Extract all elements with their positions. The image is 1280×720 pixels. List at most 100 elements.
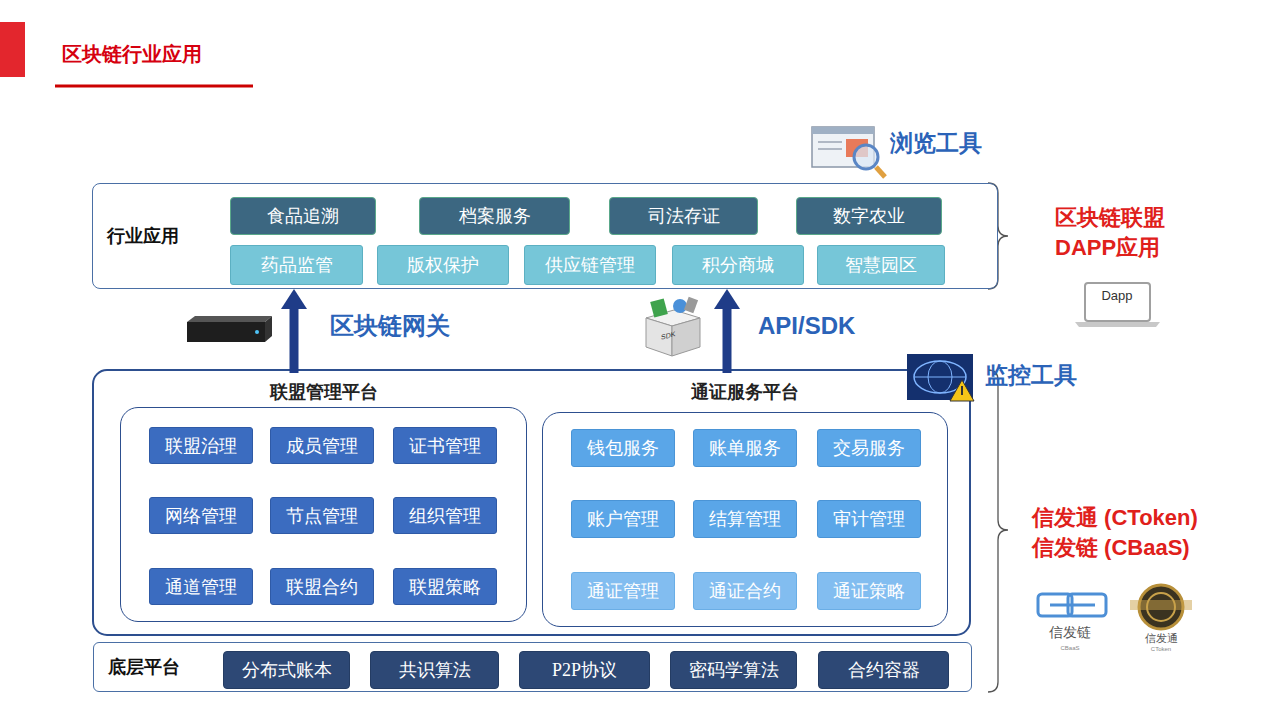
product-label: 信发通 (CToken) [1032,503,1198,533]
box-label: 联盟合约 [286,577,358,597]
product-label: 区块链联盟 DAPP应用 [1055,203,1185,263]
sdk-box-icon [646,297,700,356]
box-label: 分布式账本 [242,660,332,680]
box-label: 通证合约 [709,581,781,601]
box-label: 版权保护 [407,255,479,275]
box-label: 成员管理 [286,436,358,456]
box-label: 组织管理 [409,506,481,526]
function-box: 联盟策略 [393,568,497,605]
box-label: 通证策略 [833,581,905,601]
function-box: 食品追溯 [230,197,376,235]
function-box: 司法存证 [609,197,758,235]
logo-caption: CBaaS [1040,644,1100,652]
flow-arrow [281,289,307,373]
function-box: 审计管理 [817,500,921,538]
box-label: 档案服务 [459,206,531,226]
logo-text: 信发通 [1131,630,1191,646]
function-box: 联盟治理 [149,427,253,464]
box-label: 网络管理 [165,506,237,526]
box-label: 联盟策略 [409,577,481,597]
product-label: 信发链 (CBaaS) [1032,533,1190,563]
ctoken-logo [1130,585,1192,629]
box-label: 供应链管理 [545,255,635,275]
arrow-head [281,289,307,309]
platform-heading: 联盟管理平台 [120,381,527,403]
function-box: 账单服务 [693,429,797,467]
function-box: 通证策略 [817,572,921,610]
tool-label: 浏览工具 [890,129,982,157]
function-box: 共识算法 [370,651,499,689]
bracket [988,370,1008,692]
function-box: P2P协议 [519,651,650,689]
box-label: 密码学算法 [689,660,779,680]
function-box: 通证合约 [693,572,797,610]
function-box: 供应链管理 [524,245,656,285]
layer-band: 行业应用 食品追溯 档案服务 司法存证 数字农业药品监管 版权保护 供应链管理 积分商城 智慧园… [92,183,998,289]
function-box: 账户管理 [571,500,675,538]
box-label: 通证管理 [587,581,659,601]
box-label: 结算管理 [709,509,781,529]
function-box: 交易服务 [817,429,921,467]
function-box: 智慧园区 [817,245,945,285]
title-underline [55,85,253,88]
box-label: 药品监管 [261,255,333,275]
layer-band: 底层平台分布式账本共识算法P2P协议密码学算法合约容器 [93,642,972,692]
function-box: 钱包服务 [571,429,675,467]
logo-text: 信发链 [1040,624,1100,640]
box-label: 共识算法 [399,660,471,680]
function-box: 数字农业 [796,197,942,235]
box-label: 节点管理 [286,506,358,526]
function-box: 节点管理 [270,497,374,534]
icon-text: Dapp [1095,288,1139,304]
server-icon [187,316,272,342]
flow-arrow [714,289,740,373]
function-box: 通道管理 [149,568,253,605]
tool-label: 监控工具 [985,361,1077,389]
function-box: 网络管理 [149,497,253,534]
logo-caption: CToken [1131,645,1191,653]
bracket [988,183,1008,289]
platform-heading: 通证服务平台 [542,381,948,403]
platform-group: 联盟管理平台联盟治理 成员管理 证书管理网络管理 节点管理 组织管理通道管理 联盟合约 联盟… [120,373,527,622]
box-label: 证书管理 [409,436,481,456]
function-box: 合约容器 [818,651,949,689]
function-box: 组织管理 [393,497,497,534]
arrow-shaft [723,305,732,373]
band-label: 行业应用 [107,184,179,288]
function-box: 版权保护 [377,245,509,285]
laptop-icon [1075,283,1160,327]
box-label: 数字农业 [833,206,905,226]
box-label: 账单服务 [709,438,781,458]
function-box: 药品监管 [230,245,363,285]
box-label: 联盟治理 [165,436,237,456]
platform-group: 通证服务平台钱包服务 账单服务 交易服务账户管理 结算管理 审计管理通证管理 通证合约 通证… [542,373,948,627]
title-bar [0,22,25,77]
function-box: 证书管理 [393,427,497,464]
box-label: 交易服务 [833,438,905,458]
box-label: P2P协议 [552,660,617,680]
browser-icon [812,127,885,177]
function-box: 联盟合约 [270,568,374,605]
function-box: 成员管理 [270,427,374,464]
function-box: 通证管理 [571,572,675,610]
box-label: 通道管理 [165,577,237,597]
cbaas-logo [1038,594,1106,616]
box-label: 食品追溯 [267,206,339,226]
box-label: 司法存证 [648,206,720,226]
box-label: 积分商城 [702,255,774,275]
page-title: 区块链行业应用 [62,40,202,68]
box-label: 审计管理 [833,509,905,529]
arrow-shaft [290,305,299,373]
edge-label: API/SDK [758,312,855,340]
function-box: 结算管理 [693,500,797,538]
function-box: 分布式账本 [223,651,350,689]
middle-frame [93,370,970,635]
box-label: 钱包服务 [587,438,659,458]
function-box: 密码学算法 [670,651,797,689]
box-label: 账户管理 [587,509,659,529]
arrow-head [714,289,740,309]
